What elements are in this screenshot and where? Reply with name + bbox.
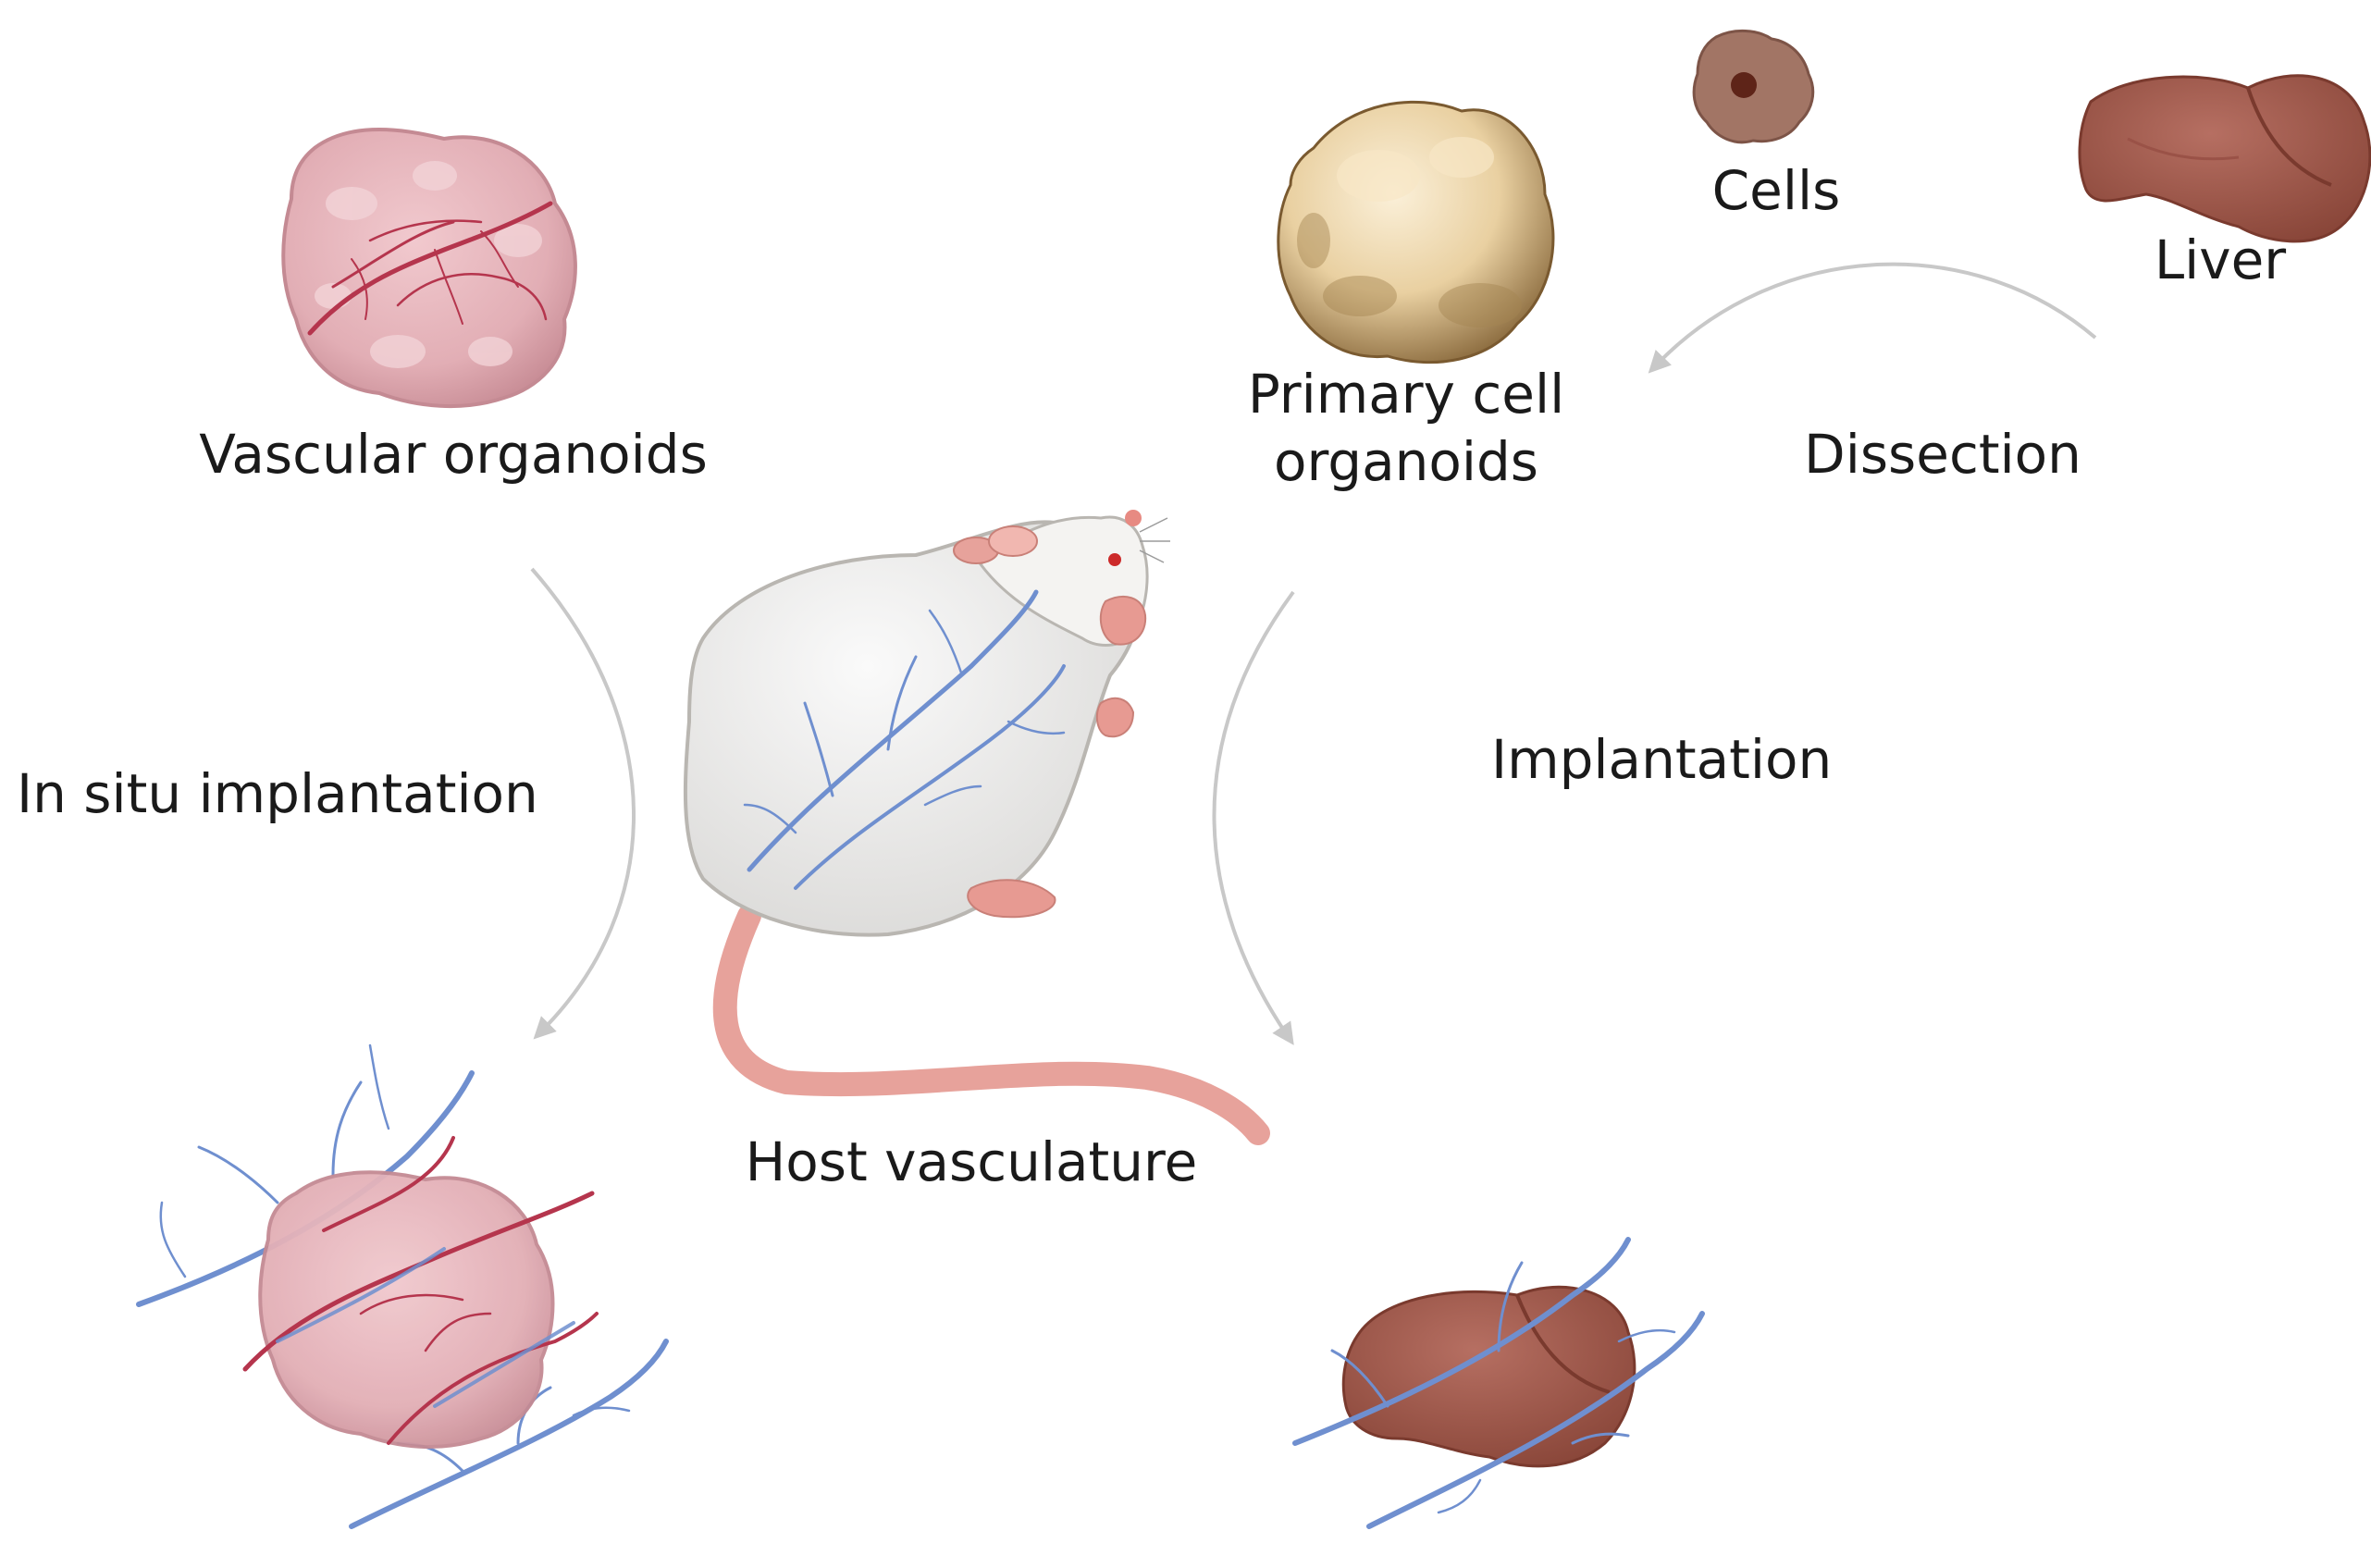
mouse-ear [988, 525, 1038, 557]
implanted-liver-image [1292, 1237, 1705, 1529]
mouse-front-paw [1095, 697, 1135, 738]
in-situ-implantation-label: In situ implantation [17, 762, 538, 825]
cell-image [1692, 29, 1815, 144]
in-situ-implantation-arrow [530, 567, 636, 1040]
primary-cell-organoids-label: Primary cell organoids [1193, 361, 1619, 495]
dissection-arrow [1648, 262, 2097, 374]
primary-cell-organoid-image [1277, 100, 1555, 364]
implantation-label: Implantation [1491, 728, 1833, 791]
cell-nucleus [1731, 72, 1757, 98]
mouse-hind-paw [967, 879, 1056, 919]
liver-label: Liver [2154, 228, 2287, 291]
implanted-vascular-organoid-image [136, 1043, 669, 1529]
host-vasculature-label: Host vasculature [745, 1130, 1198, 1193]
implantation-arrow [1212, 590, 1295, 1045]
dissection-label: Dissection [1804, 423, 2081, 486]
mouse-whiskers [1139, 517, 1170, 563]
mouse-vessels [743, 589, 1066, 890]
primary-cell-organoids-line2: organoids [1273, 429, 1539, 493]
vascular-organoids-label: Vascular organoids [199, 423, 708, 486]
primary-cell-organoids-line1: Primary cell [1247, 363, 1565, 426]
mouse-eye [1108, 553, 1121, 566]
mouse-tail [712, 904, 1270, 1145]
mouse-snout [1099, 596, 1147, 646]
mouse-nose [1125, 510, 1142, 526]
liver-image [2078, 74, 2371, 243]
mouse-image [683, 510, 1270, 1145]
vascular-organoid-image [281, 128, 577, 409]
cells-label: Cells [1711, 159, 1841, 222]
